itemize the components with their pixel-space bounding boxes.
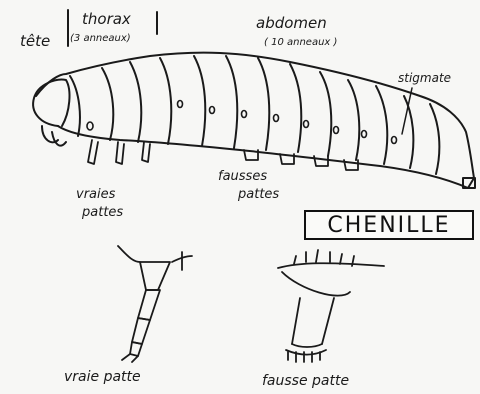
label-fausses-pattes: pattes (238, 188, 279, 201)
segment-lines (70, 56, 439, 174)
label-thorax: thorax (82, 12, 131, 27)
caterpillar-head (33, 80, 69, 126)
label-vraies: vraies (76, 188, 115, 201)
title-chenille: CHENILLE (304, 210, 474, 240)
fausse-patte-detail (278, 250, 384, 362)
label-thorax-sub: (3 anneaux) (70, 34, 131, 44)
label-abdomen: abdomen (256, 16, 327, 31)
vraie-patte-detail (118, 246, 192, 362)
label-fausses: fausses (218, 170, 267, 183)
true-legs (88, 140, 150, 164)
stigmata (87, 101, 397, 144)
label-stigmate: stigmate (398, 72, 451, 84)
label-abdomen-sub: ( 10 anneaux ) (264, 38, 337, 48)
label-vraies-pattes: pattes (82, 206, 123, 219)
label-fausse-patte: fausse patte (262, 374, 349, 388)
label-tete: tête (20, 34, 50, 49)
label-vraie-patte: vraie patte (64, 370, 141, 384)
